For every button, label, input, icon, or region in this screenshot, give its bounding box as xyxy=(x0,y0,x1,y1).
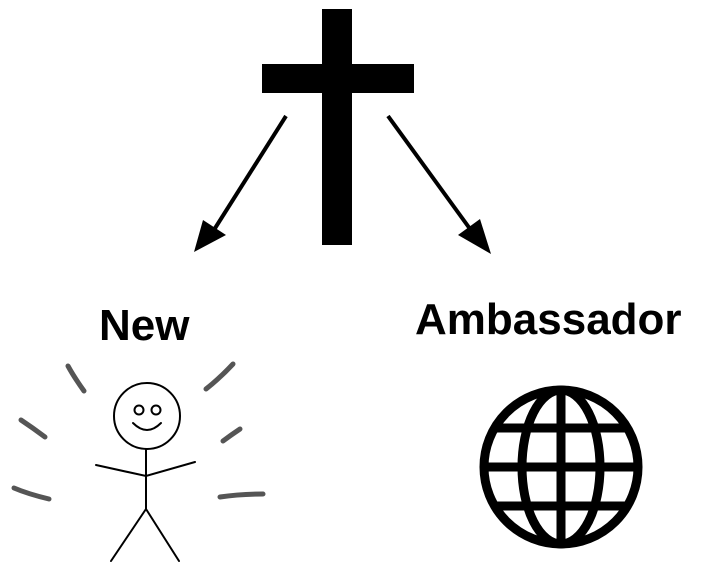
globe-icon xyxy=(479,385,643,549)
label-ambassador: Ambassador xyxy=(415,295,682,344)
stick-figure-icon xyxy=(11,361,266,562)
cross-icon xyxy=(262,9,414,245)
burst-lines xyxy=(11,361,266,502)
arrow-right xyxy=(386,114,491,254)
arrow-left xyxy=(194,114,288,252)
label-new: New xyxy=(99,301,190,350)
